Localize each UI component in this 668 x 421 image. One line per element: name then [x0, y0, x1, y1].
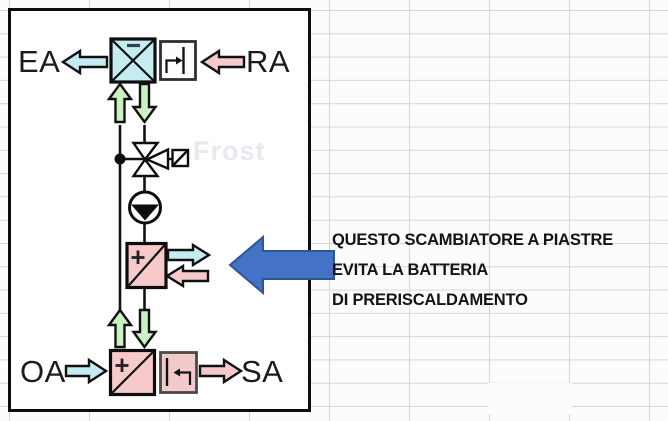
watermark-text: Frost	[193, 136, 266, 166]
label-outdoor-air: OA	[20, 354, 66, 389]
artifact-patch	[488, 383, 572, 414]
annotation-line-2: EVITA LA BATTERIA	[332, 261, 489, 279]
label-return-air: RA	[246, 44, 291, 79]
annotation-line-3: DI PRERISCALDAMENTO	[332, 291, 528, 309]
annotation-line-1: QUESTO SCAMBIATORE A PIASTRE	[332, 231, 614, 249]
callout-annotation: QUESTO SCAMBIATORE A PIASTRE EVITA LA BA…	[332, 225, 668, 315]
label-supply-air: SA	[241, 354, 284, 389]
label-exhaust-air: EA	[18, 44, 61, 79]
